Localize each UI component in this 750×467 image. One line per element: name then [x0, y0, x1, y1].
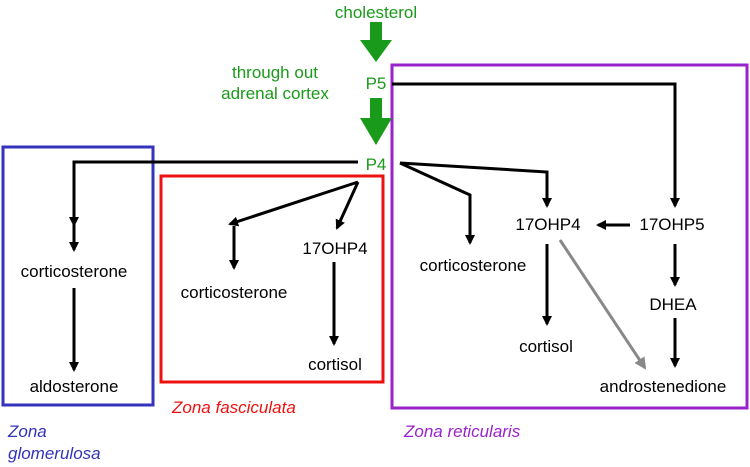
arrow-p4-rcorticosterone	[399, 161, 475, 245]
reticularis-corticosterone: corticosterone	[420, 256, 527, 275]
p4-label: P4	[366, 155, 387, 174]
arrow-p4-glomerulosa	[69, 160, 358, 227]
cholesterol-label: cholesterol	[335, 3, 417, 22]
zona-reticularis-box	[390, 63, 749, 410]
zona-glomerulosa-label-2: glomerulosa	[8, 444, 101, 463]
arrow-p4-r17ohp4	[399, 161, 552, 208]
reticularis-cortisol: cortisol	[519, 337, 573, 356]
arrow-p5-17ohp5	[392, 82, 680, 208]
fasciculata-corticosterone: corticosterone	[181, 283, 288, 302]
glomerulosa-aldosterone: aldosterone	[30, 377, 119, 396]
p5-label: P5	[366, 74, 387, 93]
green-arrow-p5-p4	[360, 98, 392, 145]
zona-fasciculata-label: Zona fasciculata	[171, 398, 296, 417]
zona-glomerulosa-label-1: Zona	[7, 422, 47, 441]
reticularis-dhea: DHEA	[649, 295, 697, 314]
zona-glomerulosa-box	[1, 145, 155, 407]
green-arrow-cholesterol-p5	[360, 22, 392, 62]
note-line1: through out	[232, 63, 318, 82]
fasciculata-cortisol: cortisol	[308, 355, 362, 374]
note-line2: adrenal cortex	[221, 84, 329, 103]
reticularis-17ohp5: 17OHP5	[639, 215, 704, 234]
arrow-17ohp4-androstenedione-gray	[558, 239, 647, 370]
zona-fasciculata-box	[159, 174, 385, 384]
arrow-p4-fcorticosterone	[228, 180, 359, 227]
arrow-p4-f17ohp4	[335, 181, 360, 230]
reticularis-androstenedione: androstenedione	[600, 377, 727, 396]
reticularis-17ohp4: 17OHP4	[515, 215, 580, 234]
fasciculata-17ohp4: 17OHP4	[302, 239, 367, 258]
zona-reticularis-label: Zona reticularis	[403, 422, 521, 441]
glomerulosa-corticosterone: corticosterone	[21, 262, 128, 281]
